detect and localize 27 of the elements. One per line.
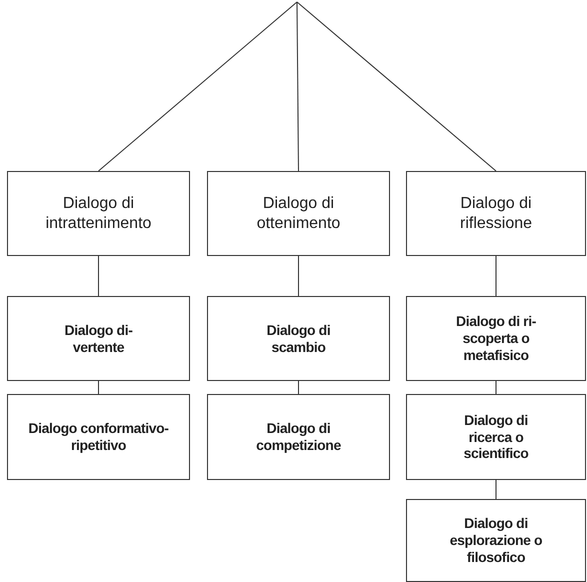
dialogue-box	[207, 296, 390, 381]
connector-line	[298, 380, 299, 394]
dialogue-box	[406, 499, 586, 582]
box-label: Dialogo di scambio	[266, 322, 332, 356]
box-label: Dialogo di ottenimento	[256, 194, 342, 233]
box-label: Dialogo di intrattenimento	[44, 194, 152, 233]
box-label: Dialogo di esplorazione o filosofico	[448, 515, 544, 566]
connector-line	[296, 2, 496, 172]
connector-line	[98, 2, 298, 172]
connector-line	[298, 256, 299, 296]
box-label: Dialogo conformativo-ripetitivo	[27, 420, 170, 454]
dialogue-box	[7, 296, 190, 381]
box-label: Dialogo di-vertente	[64, 322, 134, 356]
dialogue-box	[406, 296, 586, 381]
dialogue-box	[207, 171, 390, 256]
dialogue-box	[406, 171, 586, 256]
box-label: Dialogo di ricerca o scientifico	[462, 412, 530, 462]
dialogue-box	[406, 394, 586, 480]
box-label: Dialogo di ri-scoperta o metafisico	[455, 313, 537, 364]
box-label: Dialogo di riflessione	[458, 194, 534, 233]
connector-line	[98, 380, 99, 394]
box-label: Dialogo di competizione	[255, 420, 342, 454]
dialogue-box	[207, 394, 390, 480]
connector-line	[98, 256, 99, 296]
connector-line	[296, 2, 299, 172]
dialogue-box	[7, 394, 190, 480]
dialogue-box	[7, 171, 190, 256]
